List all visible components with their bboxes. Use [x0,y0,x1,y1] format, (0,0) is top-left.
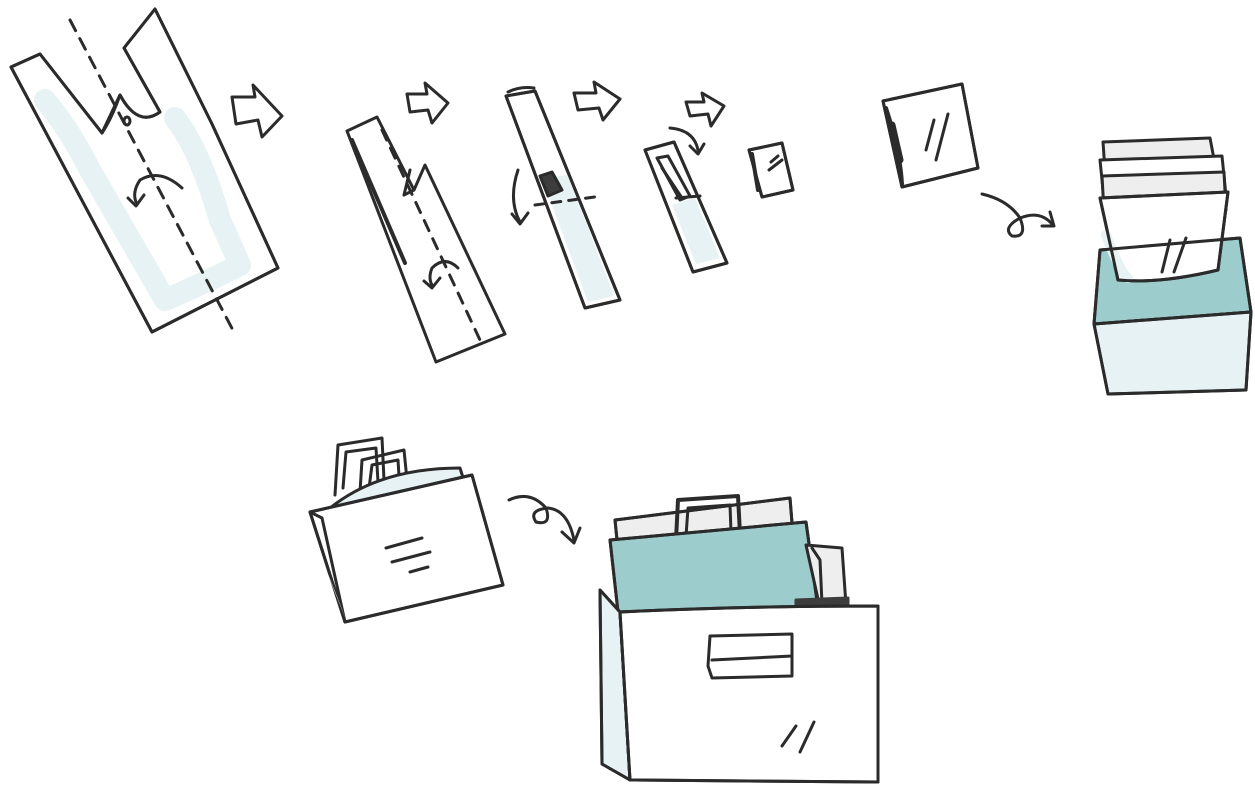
loop-arrow-to-box [982,194,1054,236]
fold-strip-icon [347,117,505,362]
large-bag-icon [600,496,878,782]
step-arrow-3 [574,82,620,120]
small-packet-icon [749,143,793,197]
storage-box-icon [1094,138,1251,394]
packet-icon [883,84,978,187]
step-arrow-1 [232,85,282,137]
short-strip-icon [645,128,727,272]
loop-arrow-to-large-bag [509,496,580,543]
step-arrow-4 [686,93,724,126]
step-arrow-2 [407,83,448,123]
paper-bag-icon [310,438,503,622]
plastic-bag-icon [11,9,278,336]
